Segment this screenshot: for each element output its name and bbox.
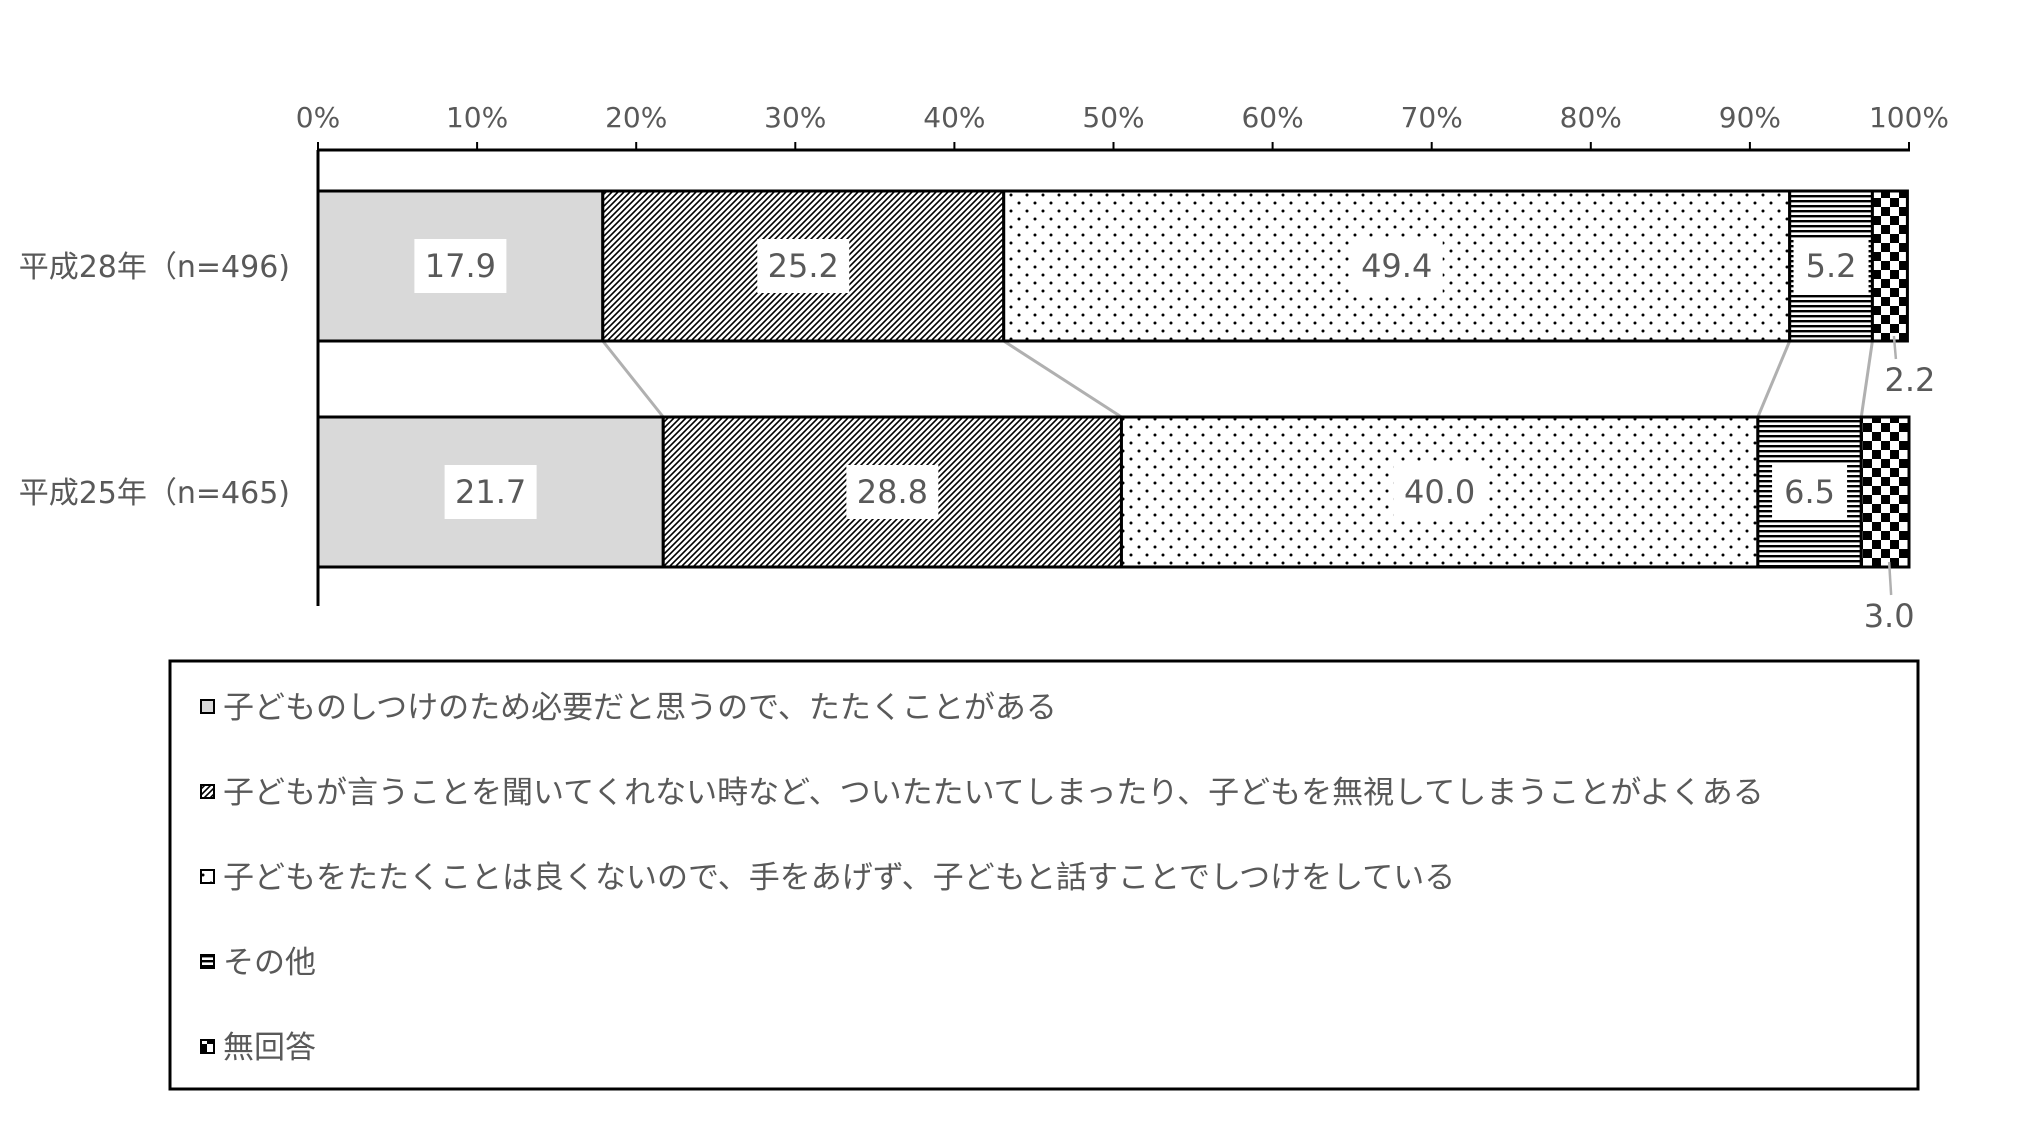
connector-line	[1756, 340, 1792, 418]
connector-line	[1002, 339, 1123, 419]
bar-segment	[1859, 415, 1911, 569]
data-label-bg	[846, 465, 939, 519]
legend-label: 子どもをたたくことは良くないので、手をあげず、子どもと話すことでしつけをしている	[223, 860, 1455, 896]
x-tick-label: 30%	[764, 101, 826, 134]
data-label: 49.4	[1361, 247, 1432, 285]
legend-swatch	[200, 699, 215, 714]
legend-swatch	[200, 1039, 215, 1054]
category-label: 平成28年（n=496)	[19, 250, 290, 285]
legend-box	[168, 659, 1920, 1091]
x-tick-label: 100%	[1869, 101, 1949, 134]
legend-swatch	[200, 954, 215, 969]
x-axis: 0% 10% 20% 30% 40% 50% 60% 70% 80% 90% 100%	[296, 101, 1949, 606]
x-tick-label: 90%	[1719, 101, 1781, 134]
x-tick-label: 60%	[1241, 101, 1303, 134]
data-label-bg	[414, 239, 507, 293]
legend-label: 無回答	[223, 1030, 316, 1066]
legend-label: その他	[223, 945, 316, 981]
data-label-bg	[1393, 465, 1486, 519]
x-tick-label: 50%	[1082, 101, 1144, 134]
x-tick-label: 70%	[1401, 101, 1463, 134]
legend: 子どものしつけのため必要だと思うので、たたくことがある子どもが言うことを聞いてく…	[168, 659, 1920, 1091]
data-label-bg	[1350, 239, 1443, 293]
data-label: 21.7	[455, 473, 526, 511]
data-label: 40.0	[1404, 473, 1475, 511]
x-tick-label: 40%	[923, 101, 985, 134]
legend-swatch	[200, 784, 215, 799]
segment-labels: 17.9 25.2 49.4 5.2 2.2 21.7 28.8 40.0 6.5 3.0	[414, 239, 1935, 635]
connector-line	[1859, 340, 1874, 418]
legend-label: 子どもが言うことを聞いてくれない時など、ついたたいてしまったり、子どもを無視して…	[223, 775, 1764, 811]
x-tick-label: 80%	[1560, 101, 1622, 134]
data-label: 25.2	[768, 247, 839, 285]
x-tick-label: 10%	[446, 101, 508, 134]
legend-swatch	[200, 869, 215, 884]
data-label: 2.2	[1884, 361, 1935, 399]
legend-label: 子どものしつけのため必要だと思うので、たたくことがある	[223, 690, 1057, 726]
bar-segment	[1870, 189, 1909, 343]
data-label: 6.5	[1784, 473, 1835, 511]
data-label-bg	[757, 239, 850, 293]
x-tick-label: 20%	[605, 101, 667, 134]
data-label: 17.9	[425, 247, 496, 285]
x-tick-label: 0%	[296, 101, 340, 134]
data-label-bg	[1772, 465, 1848, 519]
data-label: 28.8	[857, 473, 928, 511]
category-labels: 平成28年（n=496) 平成25年（n=465)	[19, 250, 290, 511]
bar-segments	[316, 189, 1911, 569]
data-label: 5.2	[1806, 247, 1857, 285]
category-label: 平成25年（n=465)	[19, 476, 290, 511]
data-label: 3.0	[1864, 597, 1915, 635]
data-label-leader	[1887, 561, 1893, 596]
data-label-leader	[1892, 335, 1898, 360]
data-label-bg	[1793, 239, 1869, 293]
connector-lines	[601, 339, 1874, 419]
connector-line	[601, 340, 665, 418]
data-label-bg	[444, 465, 537, 519]
